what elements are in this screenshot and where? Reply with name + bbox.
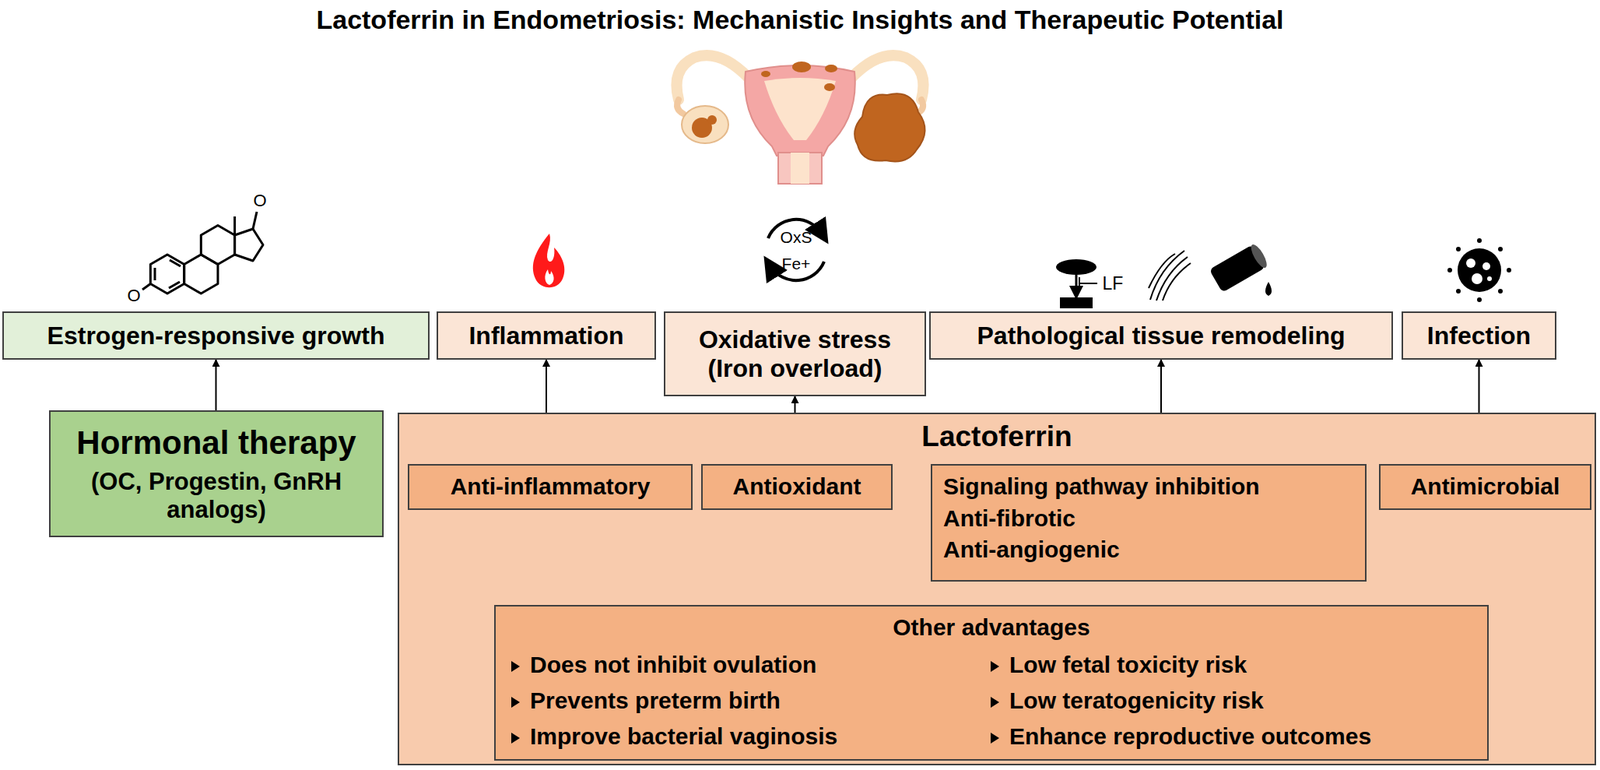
effect-box: Pathological tissue remodeling — [929, 311, 1393, 360]
box-heading: Pathological tissue remodeling — [977, 321, 1346, 351]
box-text: (OC, Progestin, GnRH analogs) — [68, 467, 365, 523]
cycle-icon — [768, 219, 825, 281]
remodeling-icon — [1056, 242, 1272, 309]
box-heading: Oxidative stress (Iron overload) — [678, 325, 913, 383]
box-text: Anti-fibrotic — [943, 505, 1076, 533]
effect-box: Inflammation — [436, 311, 657, 360]
arrow-connector — [794, 396, 797, 413]
box-heading: Lactoferrin — [399, 420, 1595, 454]
box-text: Enhance reproductive outcomes — [987, 722, 1372, 751]
box-heading: Infection — [1427, 321, 1531, 351]
action-box: Antimicrobial — [1378, 463, 1592, 510]
diagram-title: Lactoferrin in Endometriosis: Mechanisti… — [0, 4, 1600, 36]
box-text: Low fetal toxicity risk — [987, 651, 1247, 679]
action-box: Anti-inflammatory — [407, 463, 693, 510]
box-text: Low teratogenicity risk — [987, 687, 1264, 715]
box-heading: Other advantages — [495, 614, 1488, 642]
atom-label: O — [126, 285, 141, 306]
box-heading: Antioxidant — [733, 473, 862, 501]
box-heading: Inflammation — [468, 321, 624, 351]
box-heading: Estrogen-responsive growth — [47, 321, 386, 351]
box-text: Improve bacterial vaginosis — [508, 722, 838, 751]
lactoferrin-panel: LactoferrinAnti-inflammatory Antioxidant S… — [397, 412, 1597, 765]
box-heading: Hormonal therapy — [76, 424, 356, 462]
box-heading: Anti-inflammatory — [450, 473, 651, 501]
effect-box: Estrogen-responsive growth — [2, 311, 430, 360]
action-box: Signaling pathway inhibitionAnti-fibroti… — [930, 463, 1367, 582]
advantages-box: Other advantagesDoes not inhibit ovulati… — [494, 604, 1489, 761]
flame-icon — [533, 233, 565, 288]
icon-label: OxS — [780, 228, 813, 247]
effect-box: Oxidative stress (Iron overload) — [663, 311, 927, 397]
box-text: Does not inhibit ovulation — [508, 651, 817, 679]
bacterium-icon — [1447, 238, 1512, 302]
box-heading: Antimicrobial — [1410, 473, 1561, 501]
estrogen-structure — [142, 211, 264, 294]
arrow-connector — [1478, 359, 1481, 413]
therapy-box: Hormonal therapy (OC, Progestin, GnRH ana… — [49, 410, 384, 537]
effect-box: Infection — [1401, 311, 1557, 360]
arrow-connector — [545, 359, 548, 413]
box-text: Prevents preterm birth — [508, 687, 781, 715]
box-heading: Signaling pathway inhibition — [943, 473, 1260, 501]
uterus-illustration — [677, 55, 926, 184]
box-text: Anti-angiogenic — [943, 536, 1120, 564]
icon-label: Fe+ — [782, 254, 811, 274]
arrow-connector — [215, 359, 218, 411]
atom-label: O — [252, 190, 267, 211]
action-box: Antioxidant — [701, 463, 893, 510]
arrow-connector — [1160, 359, 1162, 413]
icon-label: LF — [1102, 273, 1124, 295]
